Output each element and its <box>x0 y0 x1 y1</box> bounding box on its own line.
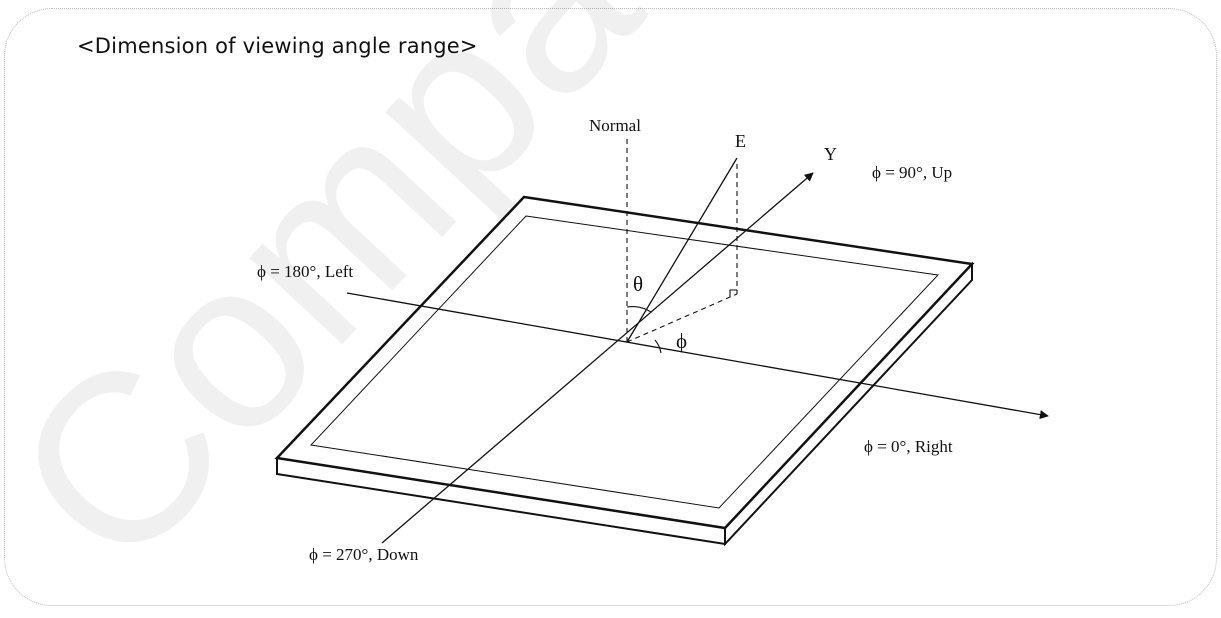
label-y: Y <box>824 144 837 164</box>
right-angle-mark <box>729 289 737 297</box>
viewing-direction-e <box>626 157 738 343</box>
y-axis <box>381 172 814 544</box>
theta-arc <box>626 306 652 313</box>
label-theta: θ <box>633 272 643 296</box>
label-up: ϕ = 90°, Up <box>872 163 952 182</box>
lcd-panel <box>274 195 975 547</box>
label-left: ϕ = 180°, Left <box>257 262 353 281</box>
phi-arc <box>654 339 662 354</box>
horizontal-axis <box>346 292 1049 420</box>
label-right: ϕ = 0°, Right <box>864 437 953 456</box>
label-down: ϕ = 270°, Down <box>309 545 419 564</box>
angle-marks <box>626 289 737 354</box>
panel-top-face <box>274 195 975 530</box>
e-projection-line <box>626 293 738 343</box>
label-phi: ϕ <box>676 329 687 353</box>
figure-heading: <Dimension of viewing angle range> <box>77 34 478 58</box>
panel-active-area <box>309 215 940 509</box>
label-normal: Normal <box>589 116 641 135</box>
construction-lines <box>626 137 738 343</box>
label-e: E <box>735 131 746 151</box>
figure-frame <box>4 8 1217 606</box>
axes <box>346 157 1049 544</box>
